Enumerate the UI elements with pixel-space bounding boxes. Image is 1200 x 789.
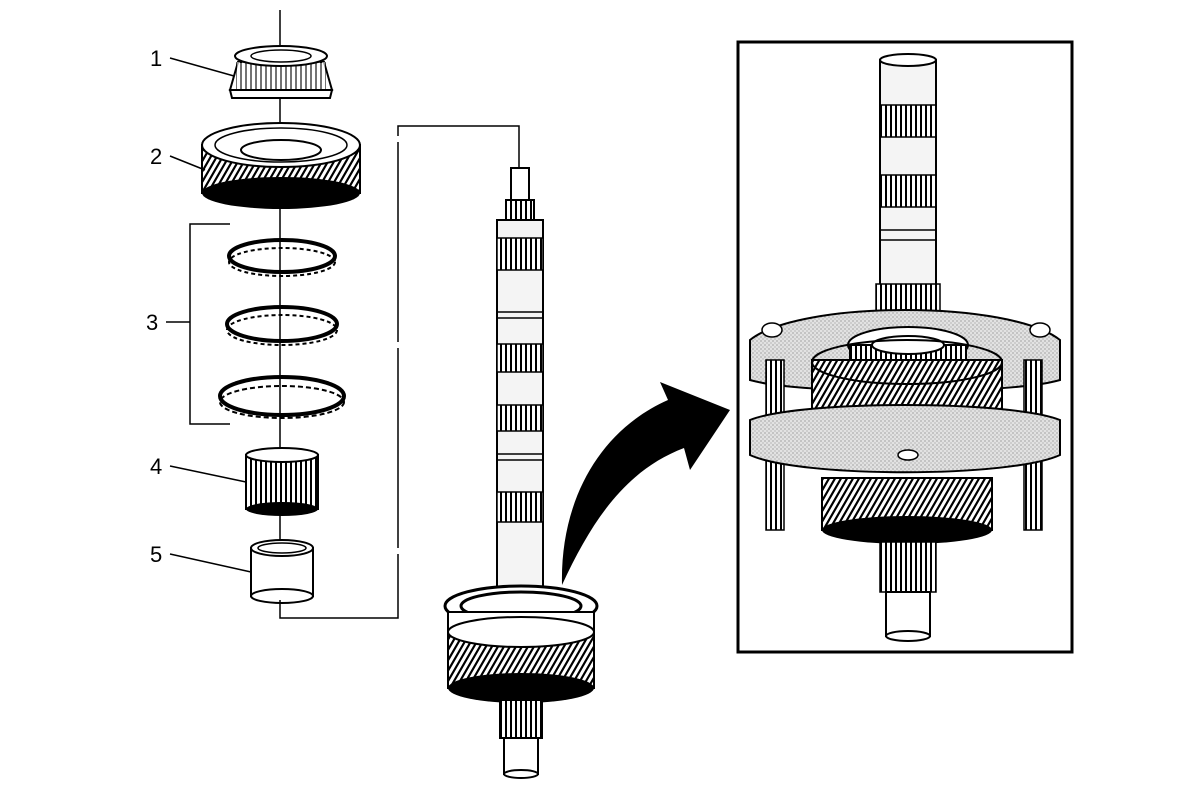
helical-gear-icon: [201, 122, 361, 209]
shaft-icon: [443, 167, 599, 779]
synchronizer-rings-icon: [189, 223, 346, 425]
callout-5: 5: [150, 542, 252, 573]
callout-label: 4: [150, 454, 162, 479]
curved-arrow-icon: [561, 382, 730, 585]
callout-4: 4: [150, 454, 247, 483]
callout-label: 3: [146, 310, 158, 335]
bearing-puller-icon: [749, 53, 1061, 642]
callout-label: 1: [150, 46, 162, 71]
callout-3: 3: [146, 310, 190, 335]
needle-bearing-icon: [245, 447, 319, 516]
callout-2: 2: [150, 144, 206, 171]
callout-1: 1: [150, 46, 235, 77]
callout-label: 2: [150, 144, 162, 169]
callout-label: 5: [150, 542, 162, 567]
tapered-bearing-icon: [228, 45, 334, 99]
sleeve-icon: [250, 539, 314, 604]
assembly-connector-line: [279, 125, 520, 619]
